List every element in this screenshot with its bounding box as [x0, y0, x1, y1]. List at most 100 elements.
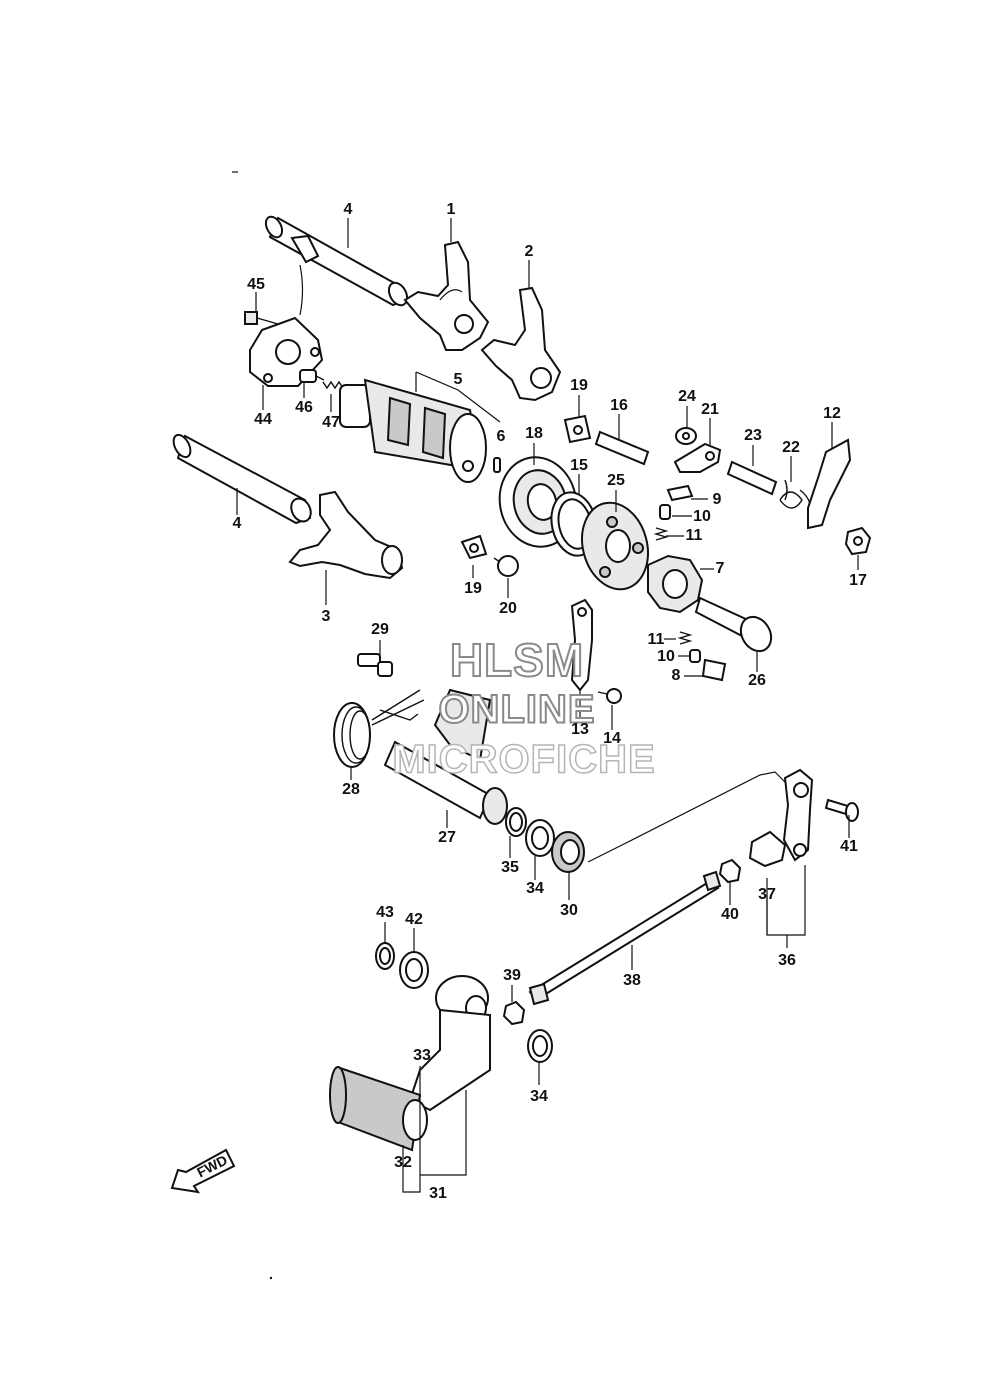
stopper-arm-12 [807, 438, 852, 530]
callout-33: 33 [413, 1047, 431, 1064]
callout-16: 16 [610, 397, 628, 414]
shift-fork-1 [403, 240, 490, 351]
callout-43: 43 [376, 904, 394, 921]
lever-21 [673, 442, 722, 473]
pin-46 [299, 369, 325, 383]
callout-31: 31 [429, 1185, 447, 1202]
callout-34: 34 [526, 880, 544, 897]
callout-40: 40 [721, 906, 739, 923]
dowel-pin-6 [493, 457, 501, 473]
callout-3: 3 [321, 608, 331, 625]
washer-24 [675, 427, 697, 445]
callout-2: 2 [524, 243, 534, 260]
spring-11-upper [653, 527, 669, 541]
callout-28: 28 [342, 781, 360, 798]
stray-dot [269, 1276, 273, 1280]
callout-11: 11 [647, 631, 665, 648]
circlip-43 [375, 942, 395, 970]
callout-39: 39 [503, 967, 521, 984]
callout-23: 23 [744, 427, 762, 444]
screw-20 [493, 555, 519, 577]
callout-18: 18 [525, 425, 543, 442]
callout-7: 7 [715, 560, 725, 577]
pawl-9 [666, 484, 694, 502]
washer-34-upper [525, 819, 555, 857]
leader-lines [236, 218, 859, 1193]
spring-28 [333, 689, 425, 768]
plate-13 [570, 598, 593, 692]
callout-47: 47 [322, 414, 340, 431]
callout-35: 35 [501, 859, 519, 876]
cam-plate-25 [581, 501, 649, 591]
watermark-line-2: ONLINE [437, 687, 596, 733]
callout-44: 44 [254, 411, 272, 428]
callout-4: 4 [232, 515, 242, 532]
stud-29 [357, 653, 393, 677]
washer-42 [399, 951, 429, 989]
star-cam-7 [647, 554, 704, 614]
callout-9: 9 [712, 491, 722, 508]
oil-seal-30 [551, 771, 786, 873]
callout-8: 8 [671, 667, 681, 684]
callout-37: 37 [758, 886, 776, 903]
callout-46: 46 [295, 399, 313, 416]
pivot-bolt-23 [726, 460, 778, 496]
callout-10: 10 [657, 648, 675, 665]
stud-16 [594, 430, 650, 466]
callout-11: 11 [685, 527, 703, 544]
nut-40 [718, 858, 742, 884]
callout-24: 24 [678, 388, 696, 405]
bolt-26 [694, 596, 773, 653]
callout-19: 19 [464, 580, 482, 597]
pin-10-lower [689, 649, 701, 663]
callout-21: 21 [701, 401, 719, 418]
callout-6: 6 [496, 428, 506, 445]
fwd-arrow [170, 1148, 236, 1194]
callout-17: 17 [849, 572, 867, 589]
callout-14: 14 [603, 730, 621, 747]
callout-20: 20 [499, 600, 517, 617]
bolt-45 [244, 311, 279, 325]
callout-29: 29 [371, 621, 389, 638]
callout-12: 12 [823, 405, 841, 422]
washer-19-lower [460, 534, 488, 560]
gearshift-shaft-27 [383, 688, 508, 825]
callout-45: 45 [247, 276, 265, 293]
callout-4: 4 [343, 201, 353, 218]
watermark-line-1: HLSM [449, 633, 585, 687]
callout-25: 25 [607, 472, 625, 489]
callout-32: 32 [394, 1154, 412, 1171]
callout-38: 38 [623, 972, 641, 989]
callout-10: 10 [693, 508, 711, 525]
washer-19-upper [563, 414, 592, 444]
shift-fork-2 [480, 286, 562, 402]
callout-42: 42 [405, 911, 423, 928]
screw-14 [597, 688, 622, 704]
shift-arm-36 [748, 768, 814, 868]
callout-30: 30 [560, 902, 578, 919]
pawl-8 [701, 658, 727, 682]
callout-5: 5 [453, 371, 463, 388]
callout-15: 15 [570, 457, 588, 474]
callout-1: 1 [446, 201, 456, 218]
washer-34-lower [527, 1029, 553, 1063]
spring-22 [779, 479, 811, 509]
gearshift-pedal-31 [329, 975, 491, 1152]
circlip-35 [505, 807, 527, 837]
fork-shaft-upper [264, 215, 409, 307]
pin-10-upper [659, 504, 671, 520]
fork-shaft-lower [172, 433, 312, 525]
nut-39 [502, 1000, 526, 1026]
bolt-41 [824, 798, 859, 822]
spring-47 [322, 380, 344, 390]
callout-13: 13 [571, 721, 589, 738]
callout-41: 41 [840, 838, 858, 855]
spring-11-lower [677, 631, 693, 645]
callout-34: 34 [530, 1088, 548, 1105]
shift-rod-38 [528, 870, 722, 1006]
watermark-line-3: MICROFICHE [392, 737, 656, 783]
callout-19: 19 [570, 377, 588, 394]
callout-22: 22 [782, 439, 800, 456]
